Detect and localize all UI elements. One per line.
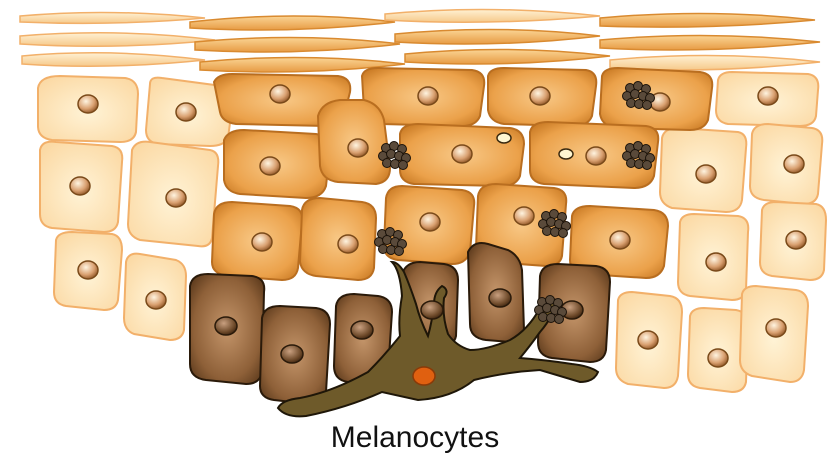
melanin-cluster xyxy=(623,82,655,110)
melanin-cluster xyxy=(623,142,655,170)
melanin-cluster xyxy=(535,296,567,324)
melanin-cluster xyxy=(539,210,571,238)
melanin-cluster xyxy=(379,142,411,170)
melanin-cluster xyxy=(375,228,407,256)
stratum-corneum xyxy=(20,9,820,72)
melanocytes-label: Melanocytes xyxy=(0,420,830,456)
